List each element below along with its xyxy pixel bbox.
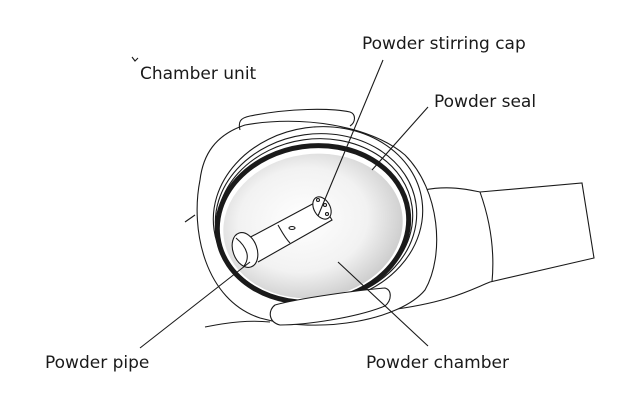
label-chamber-unit: Chamber unit bbox=[140, 64, 257, 84]
label-powder-pipe: Powder pipe bbox=[45, 353, 150, 373]
label-powder-chamber: Powder chamber bbox=[366, 353, 509, 373]
label-powder-stirring-cap: Powder stirring cap bbox=[362, 34, 526, 54]
label-powder-seal: Powder seal bbox=[434, 92, 537, 112]
